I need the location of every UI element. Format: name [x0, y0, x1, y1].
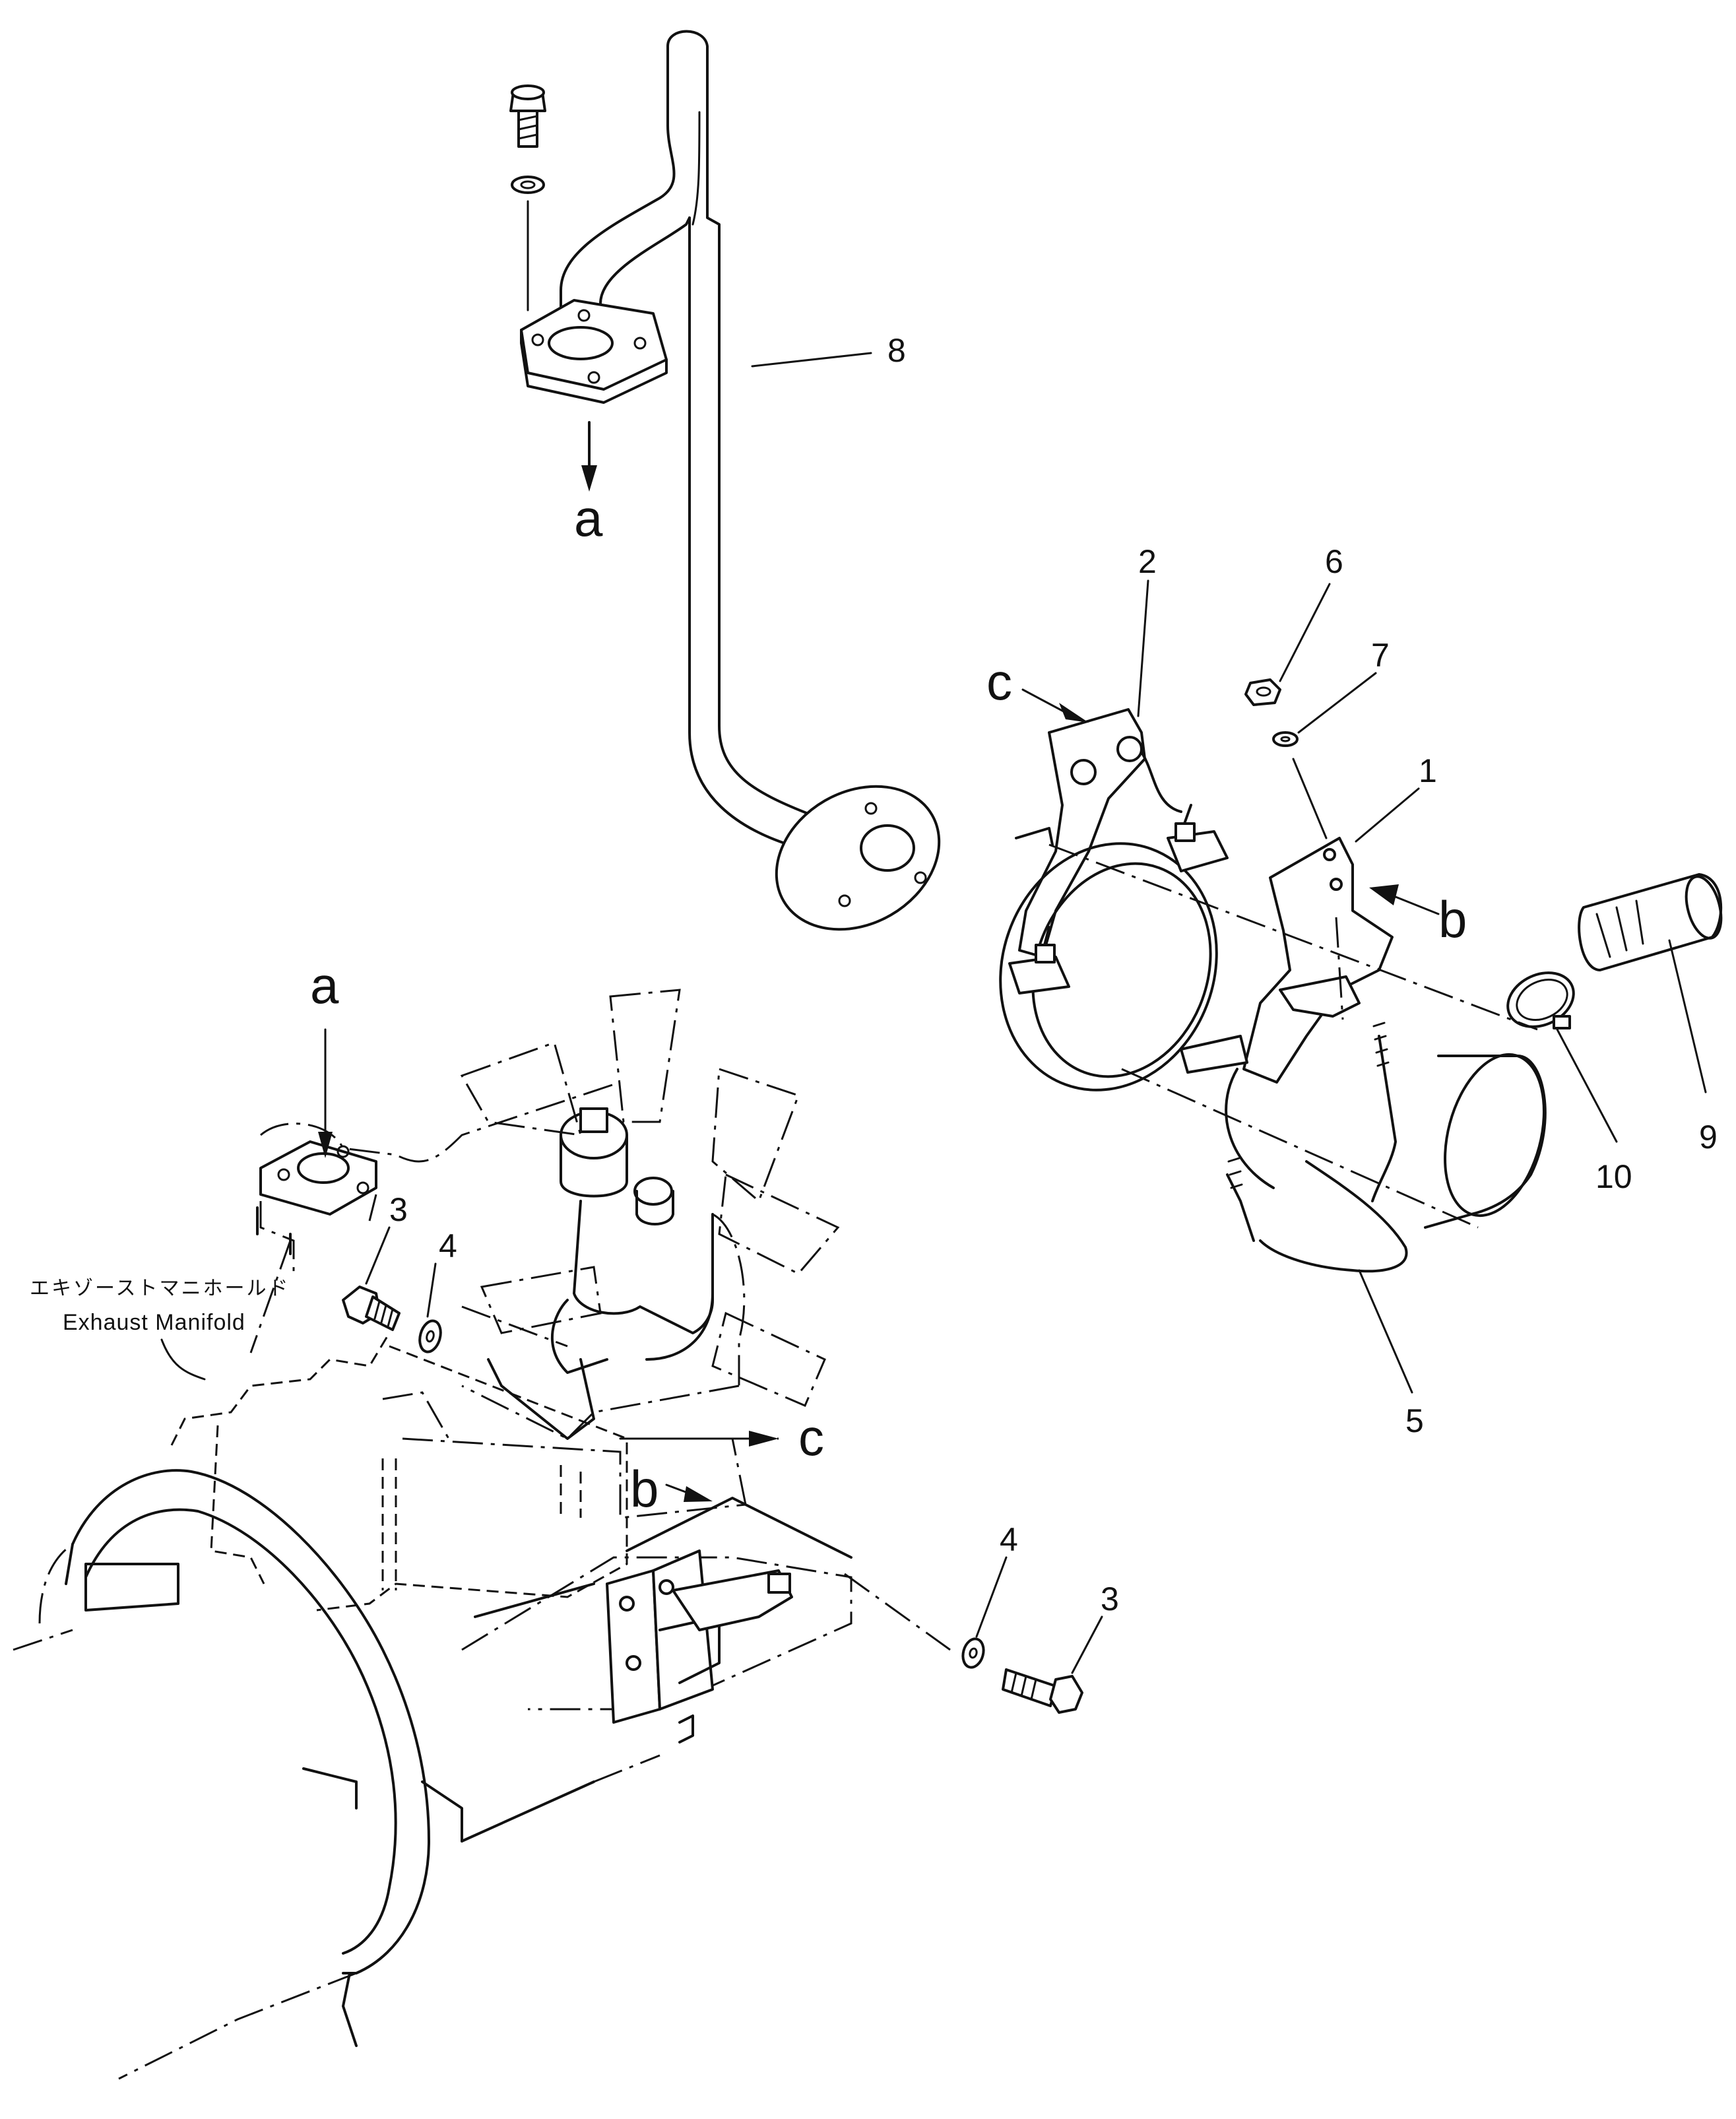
callout-10: 10 [1595, 1158, 1632, 1195]
ref-letter-b-clamp: b [1438, 890, 1467, 948]
nut-leader-line [1292, 758, 1328, 839]
bracket-1 [1180, 837, 1394, 1084]
callout-2: 2 [1138, 543, 1157, 580]
engine-flywheel-housing [13, 1469, 463, 2080]
leader-4-top [426, 1262, 437, 1318]
flange-lock-washer [511, 176, 545, 194]
leader-7 [1297, 672, 1377, 734]
arrow-b-clamp-shaft [1388, 893, 1440, 915]
ref-letter-a-engine: a [310, 956, 339, 1014]
bolt-3-bottom [1002, 1668, 1083, 1714]
engine-block [260, 1081, 779, 1519]
manifold-flange [249, 1140, 377, 1353]
stud-axis [1335, 917, 1344, 1020]
caption-leader [160, 1338, 206, 1381]
washer-4-top [418, 1319, 442, 1353]
bracket-2 [1018, 708, 1182, 958]
leader-5 [1358, 1269, 1413, 1394]
callout-4-top: 4 [439, 1227, 457, 1264]
hose-clamp-10 [1506, 971, 1575, 1029]
callout-5: 5 [1405, 1402, 1424, 1439]
tail-pipe-9 [1578, 873, 1723, 971]
callout-1: 1 [1419, 752, 1437, 789]
mount-bolt-axis [844, 1573, 951, 1651]
leader-6 [1279, 583, 1331, 682]
muffler-clamp-ring [999, 842, 1218, 1092]
ref-letter-a-top: a [574, 489, 603, 547]
leader-10 [1556, 1028, 1618, 1143]
engine-crankcase [170, 1332, 628, 1612]
muffler-axis [1048, 843, 1538, 1031]
exhaust-pipe [560, 30, 813, 853]
callout-6: 6 [1325, 543, 1343, 580]
leader-9 [1668, 939, 1707, 1093]
ref-letter-b-engine: b [630, 1460, 659, 1518]
callout-4-bottom: 4 [1000, 1521, 1018, 1558]
ref-letter-c-engine: c [798, 1408, 824, 1466]
arrow-a-engine-head [318, 1132, 333, 1158]
callout-3-bottom: 3 [1101, 1581, 1119, 1617]
callout-9: 9 [1699, 1119, 1718, 1156]
arrow-c-engine-head [749, 1431, 779, 1447]
pipe-round-flange [775, 785, 941, 931]
leader-3-bottom [1071, 1615, 1103, 1674]
nut-6 [1244, 678, 1281, 706]
pipe-square-flange [520, 299, 668, 404]
callout-8: 8 [887, 332, 906, 369]
leader-3-top [365, 1226, 391, 1285]
leader-8 [751, 352, 872, 368]
ref-letter-c-clamp: c [986, 653, 1012, 711]
arrow-a-head [581, 465, 597, 492]
callout-7: 7 [1371, 637, 1390, 674]
arrow-b-clamp-head [1369, 884, 1399, 905]
leader-2 [1137, 579, 1149, 717]
arrow-c-clamp-head [1059, 703, 1089, 723]
bolt-3-top [342, 1286, 401, 1331]
washer-7 [1272, 731, 1299, 747]
leader-1 [1355, 787, 1420, 843]
flange-bolt [509, 84, 546, 148]
caption-japanese: エキゾーストマニホールド [30, 1278, 290, 1299]
clamp-studs [1008, 804, 1229, 994]
callout-3-top: 3 [389, 1191, 408, 1228]
muffler-5 [1225, 1022, 1547, 1273]
engine-mount-bracket [606, 1549, 793, 1744]
washer-4-bottom [961, 1637, 985, 1669]
arrow-b-engine-head [684, 1486, 713, 1502]
caption-english: Exhaust Manifold [63, 1310, 245, 1335]
leader-4-bottom [975, 1556, 1008, 1638]
ring-axis [1121, 1068, 1479, 1229]
engine-fan [460, 989, 840, 1407]
